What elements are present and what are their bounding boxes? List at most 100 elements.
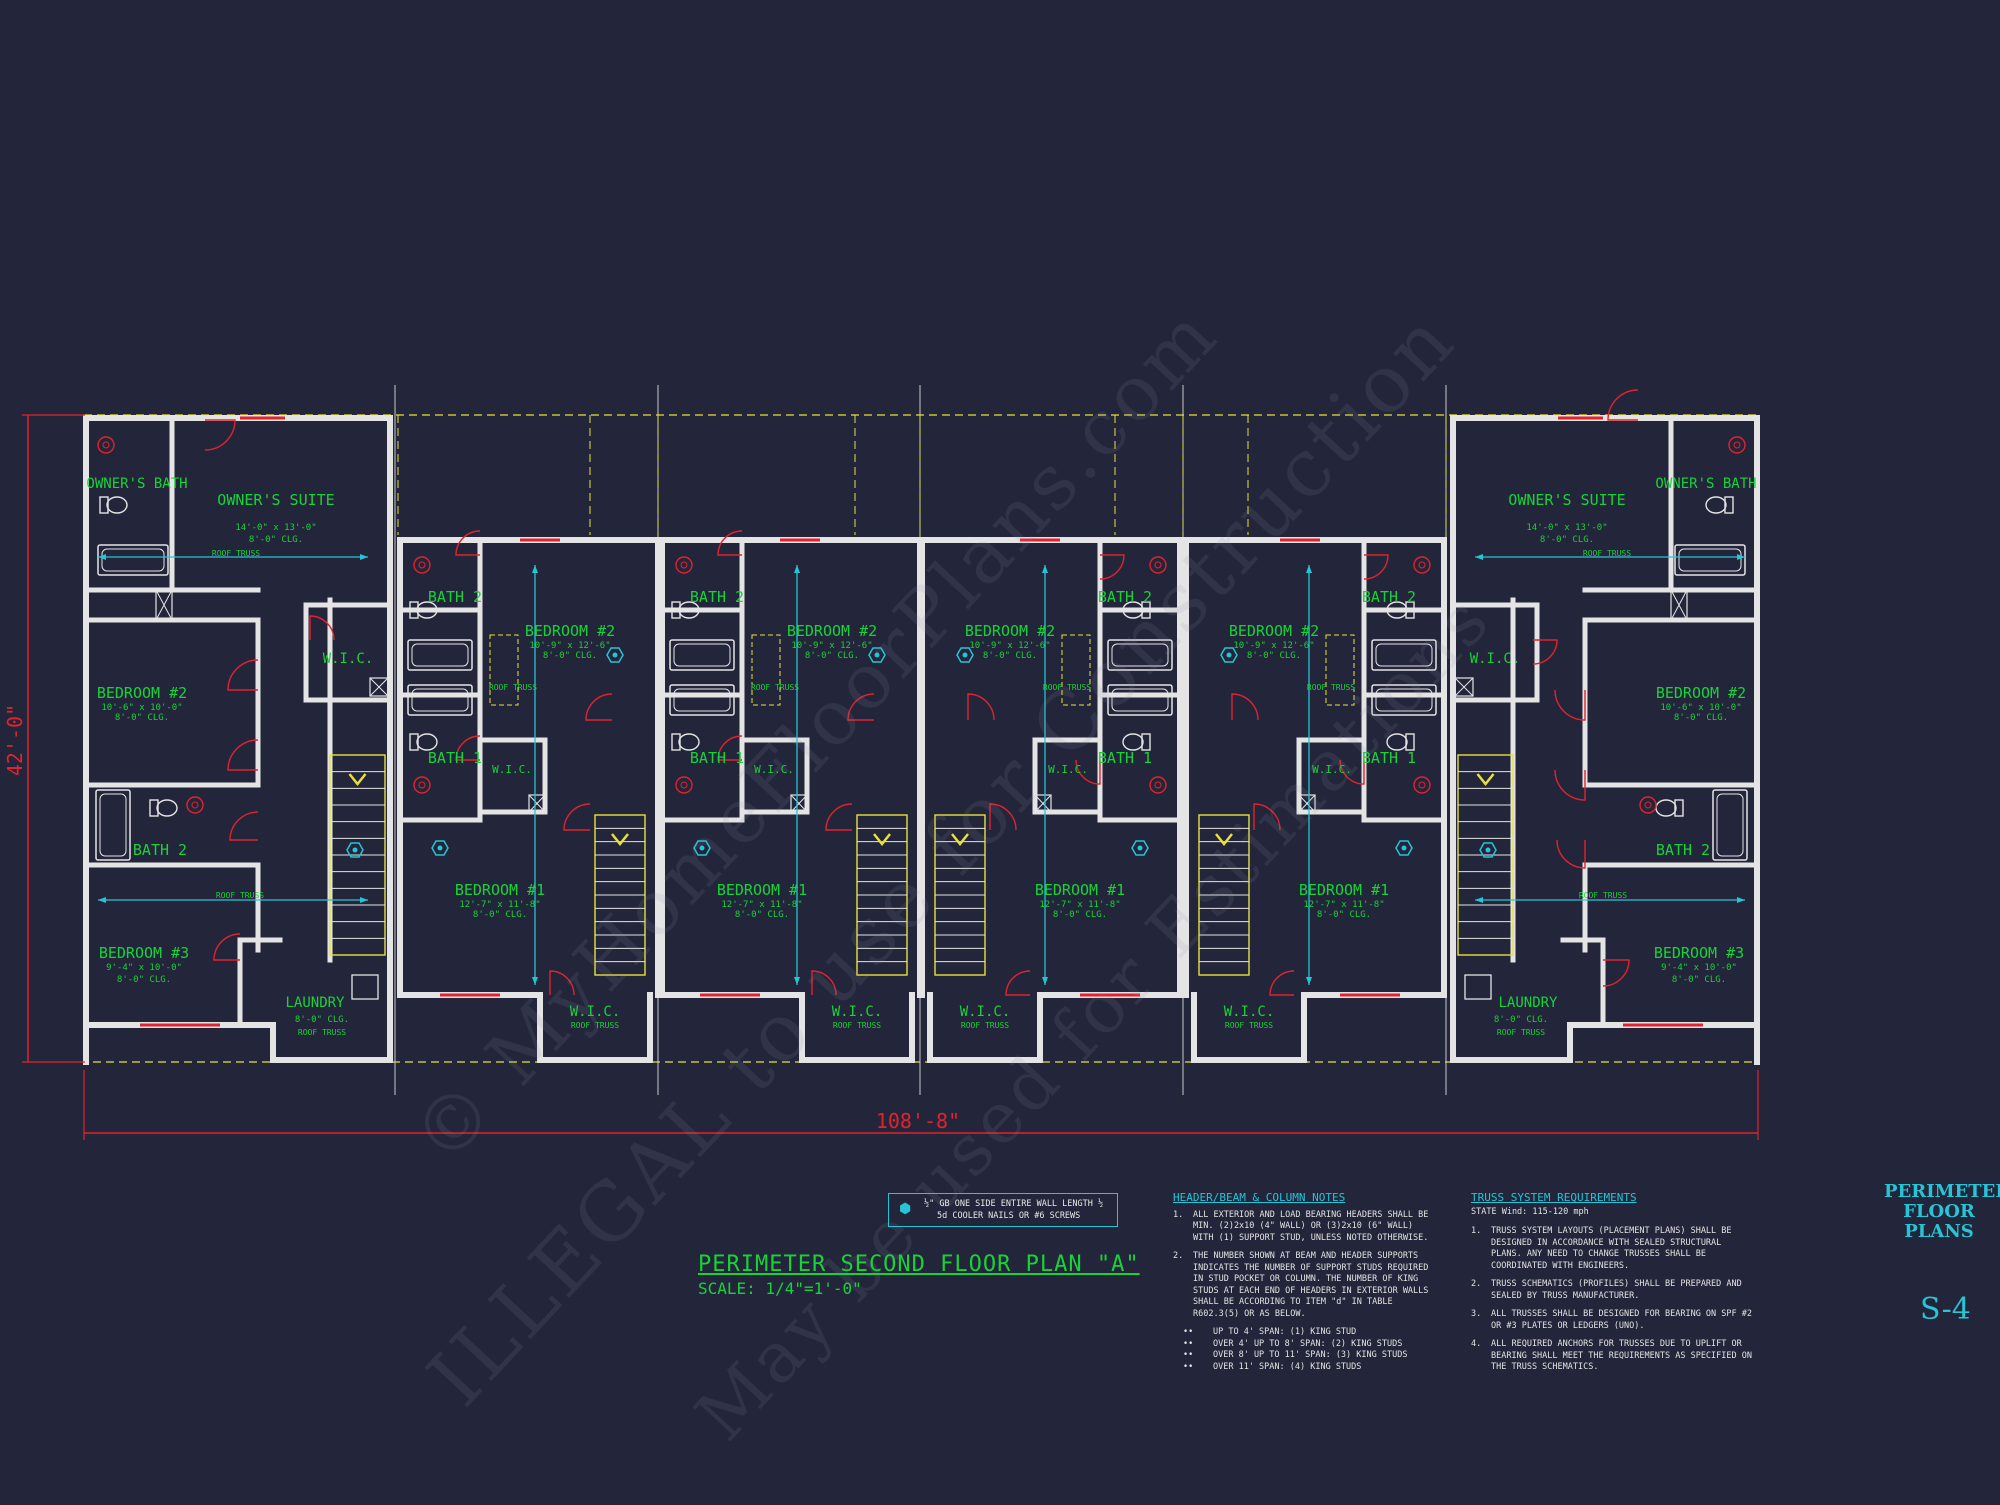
note-number: 3. bbox=[1471, 1309, 1482, 1319]
sheet-name-line: PLANS bbox=[1904, 1221, 1974, 1242]
toilet-tank bbox=[99, 496, 109, 514]
room-dimension-label: 12'-7" x 11'-8" bbox=[721, 900, 802, 910]
doors bbox=[140, 389, 1703, 1027]
toilet-bowl bbox=[1386, 733, 1408, 751]
king-stud-bullet: ••OVER 4' UP TO 8' SPAN: (2) KING STUDS bbox=[1173, 1339, 1435, 1351]
truss-arrowhead bbox=[98, 897, 106, 903]
sheet-name-line: FLOOR bbox=[1903, 1201, 1975, 1222]
room-dimension-label: 10'-9" x 12'-6" bbox=[529, 641, 610, 651]
room-dimension-label: 8'-0" CLG. bbox=[1672, 975, 1726, 985]
bathtub-basin bbox=[411, 643, 469, 667]
door-swing bbox=[549, 970, 575, 996]
toilet-bowl bbox=[416, 733, 438, 751]
room-dimension-label: 10'-9" x 12'-6" bbox=[1233, 641, 1314, 651]
door-swing bbox=[227, 739, 259, 771]
sink bbox=[1728, 436, 1746, 454]
room-dimension-label: 10'-9" x 12'-6" bbox=[969, 641, 1050, 651]
bullet-text: OVER 11' SPAN: (4) KING STUDS bbox=[1213, 1361, 1362, 1372]
shear-wall-tag bbox=[1131, 840, 1149, 856]
closet-x bbox=[528, 794, 546, 813]
room-label: BEDROOM #2 bbox=[525, 622, 615, 640]
bathtub bbox=[407, 684, 473, 716]
walls bbox=[83, 415, 1760, 1065]
bullet-mark: •• bbox=[1183, 1350, 1194, 1360]
sheet-name-line: PERIMETER bbox=[1884, 1181, 2000, 1202]
truss-arrows bbox=[98, 554, 1745, 985]
truss-arrowhead bbox=[1306, 565, 1312, 573]
sink-drain bbox=[1644, 801, 1652, 809]
door-swing bbox=[1363, 554, 1389, 580]
shear-wall-tag-dot bbox=[1401, 845, 1407, 851]
door-swing bbox=[717, 735, 743, 761]
room-label: BEDROOM #2 bbox=[97, 684, 187, 702]
toilet-bowl bbox=[1386, 601, 1408, 619]
bullet-mark: •• bbox=[1183, 1338, 1194, 1349]
room-label: LAUNDRY bbox=[285, 995, 345, 1011]
door-swing bbox=[1554, 689, 1586, 721]
note-text: THE NUMBER SHOWN AT BEAM AND HEADER SUPP… bbox=[1193, 1251, 1429, 1319]
room-label: BATH 2 bbox=[428, 588, 482, 606]
room-dimension-label: 14'-0" x 13'-0" bbox=[1526, 523, 1607, 533]
bathtub-basin bbox=[673, 688, 731, 712]
room-label: BATH 2 bbox=[690, 588, 744, 606]
washer bbox=[1464, 974, 1492, 1000]
bathtub bbox=[407, 639, 473, 671]
room-label: W.I.C. bbox=[1470, 651, 1521, 667]
stair-direction-arrow bbox=[1476, 773, 1495, 787]
bathtub-basin bbox=[1375, 643, 1433, 667]
door-swing bbox=[1005, 970, 1031, 996]
room-dimension-label: 8'-0" CLG. bbox=[1540, 535, 1594, 545]
door-swing bbox=[585, 693, 613, 721]
door-swing bbox=[1602, 959, 1630, 987]
room-label: W.I.C. bbox=[492, 763, 532, 776]
room-dimension-label: 8'-0" CLG. bbox=[805, 651, 859, 661]
toilet-tank bbox=[1141, 601, 1151, 619]
door-swing bbox=[1556, 839, 1586, 869]
toilet-tank bbox=[149, 799, 159, 817]
toilet-tank bbox=[1724, 496, 1734, 514]
attic-access bbox=[1061, 634, 1091, 706]
sink bbox=[413, 776, 431, 794]
room-dimension-label: 8'-0" CLG. bbox=[1494, 1015, 1548, 1025]
sink bbox=[97, 436, 115, 454]
sink-drain bbox=[1418, 781, 1426, 789]
room-label: BATH 2 bbox=[1098, 588, 1152, 606]
sheet-name: PERIMETER FLOOR PLANS bbox=[1884, 1181, 2000, 1242]
room-dimension-label: 8'-0" CLG. bbox=[735, 910, 789, 920]
room-label: W.I.C. bbox=[960, 1004, 1011, 1020]
truss-system-notes: TRUSS SYSTEM REQUIREMENTS STATE Wind: 11… bbox=[1471, 1192, 1756, 1381]
sink bbox=[675, 556, 693, 574]
roof-truss-label: ROOF TRUSS bbox=[1307, 683, 1355, 692]
note-number: 2. bbox=[1173, 1251, 1184, 1261]
closet-box bbox=[790, 794, 808, 813]
toilet-bowl bbox=[1122, 601, 1144, 619]
door-swing bbox=[1554, 769, 1586, 801]
header-beam-notes: HEADER/BEAM & COLUMN NOTES 1. ALL EXTERI… bbox=[1173, 1192, 1435, 1373]
room-label: BATH 1 bbox=[428, 749, 482, 767]
shear-wall-tag bbox=[431, 840, 449, 856]
room-label: W.I.C. bbox=[570, 1004, 621, 1020]
room-label: OWNER'S SUITE bbox=[217, 491, 334, 509]
stair-direction-arrow bbox=[611, 833, 629, 847]
overall-width-label: 108'-8" bbox=[876, 1109, 960, 1133]
sink-drain bbox=[191, 801, 199, 809]
room-dimension-label: 8'-0" CLG. bbox=[543, 651, 597, 661]
drawing-title-block: PERIMETER SECOND FLOOR PLAN "A" SCALE: 1… bbox=[698, 1252, 1140, 1298]
truss-arrowhead bbox=[1737, 554, 1745, 560]
note-number: 2. bbox=[1471, 1279, 1482, 1289]
room-label: W.I.C. bbox=[754, 763, 794, 776]
truss-arrowhead bbox=[794, 977, 800, 985]
stair-direction-arrow bbox=[873, 833, 891, 847]
room-dimension-label: 10'-6" x 10'-0" bbox=[101, 703, 182, 713]
toilet-bowl bbox=[678, 733, 700, 751]
closet-box bbox=[1298, 794, 1316, 813]
attic-access bbox=[751, 634, 781, 706]
room-label: BEDROOM #1 bbox=[717, 881, 807, 899]
closet-x bbox=[1298, 794, 1316, 813]
door-swing bbox=[811, 970, 837, 996]
room-dimension-label: 12'-7" x 11'-8" bbox=[459, 900, 540, 910]
truss-note-item: 3. ALL TRUSSES SHALL BE DESIGNED FOR BEA… bbox=[1471, 1309, 1756, 1332]
shear-wall-tag bbox=[693, 840, 711, 856]
